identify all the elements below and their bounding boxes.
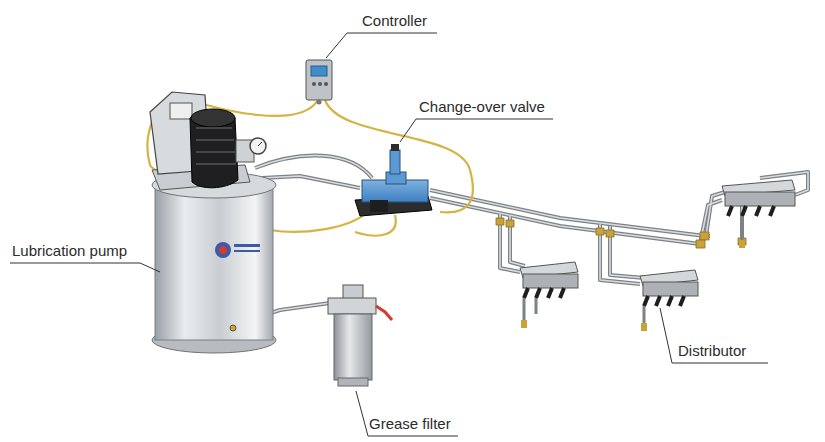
- part-label: Distributor: [678, 342, 746, 360]
- pump-tank: [152, 172, 276, 353]
- controller-box: [306, 60, 332, 105]
- leader-lines: [10, 33, 768, 436]
- part-label: Change-over valve: [419, 98, 545, 116]
- distributor-blocks: [520, 180, 795, 331]
- pump-motor: [150, 92, 266, 190]
- changeover-valve: [355, 144, 432, 216]
- part-label: Lubrication pump: [12, 242, 127, 260]
- part-label: Controller: [362, 12, 427, 30]
- part-label: Grease filter: [369, 415, 451, 433]
- grease-pipes: [235, 156, 808, 325]
- grease-filter: [328, 285, 392, 386]
